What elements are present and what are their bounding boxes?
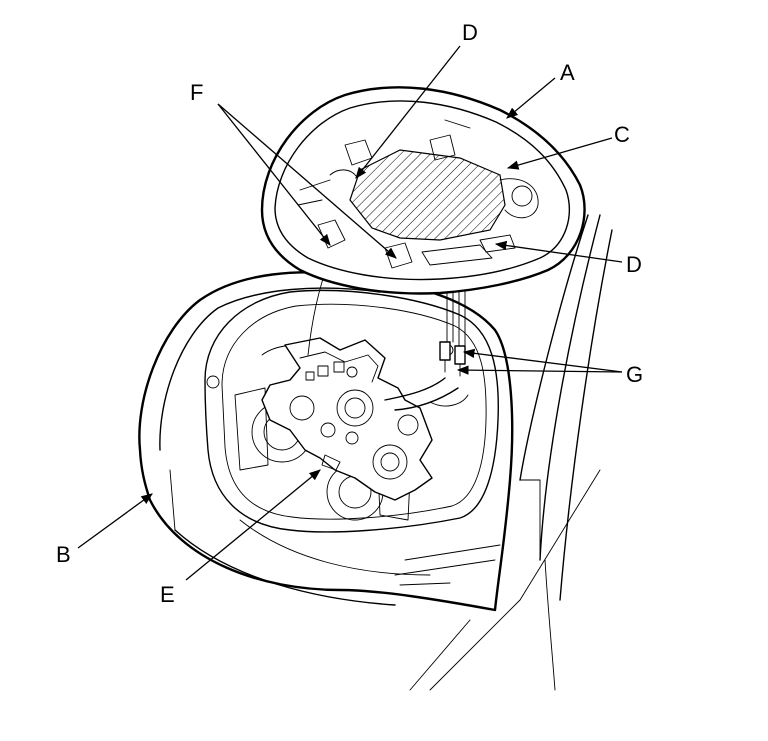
leader-d-right — [494, 240, 623, 263]
leader-g-1 — [462, 348, 623, 373]
callout-a: A — [560, 60, 575, 85]
callout-d-top: D — [462, 20, 478, 45]
leader-e — [185, 469, 321, 581]
leader-f-2 — [217, 103, 397, 259]
leader-d-top — [355, 45, 461, 179]
glass-backing-hatch — [349, 149, 506, 241]
door-body-lines — [394, 214, 613, 691]
callout-b: B — [56, 542, 71, 567]
leader-c — [506, 137, 613, 170]
leader-lines — [77, 45, 623, 581]
callout-labels: A D C D F G E B — [56, 20, 643, 607]
callout-c: C — [614, 122, 630, 147]
callout-e: E — [160, 582, 175, 607]
leader-f-1 — [217, 103, 331, 246]
leader-g-2 — [456, 365, 623, 375]
callout-d-right: D — [626, 252, 642, 277]
leader-a — [506, 77, 556, 119]
actuator-plate — [261, 337, 433, 501]
callout-g: G — [626, 362, 643, 387]
leader-b — [77, 493, 153, 549]
callout-f: F — [190, 80, 203, 105]
mirror-glass-holder — [260, 86, 586, 295]
